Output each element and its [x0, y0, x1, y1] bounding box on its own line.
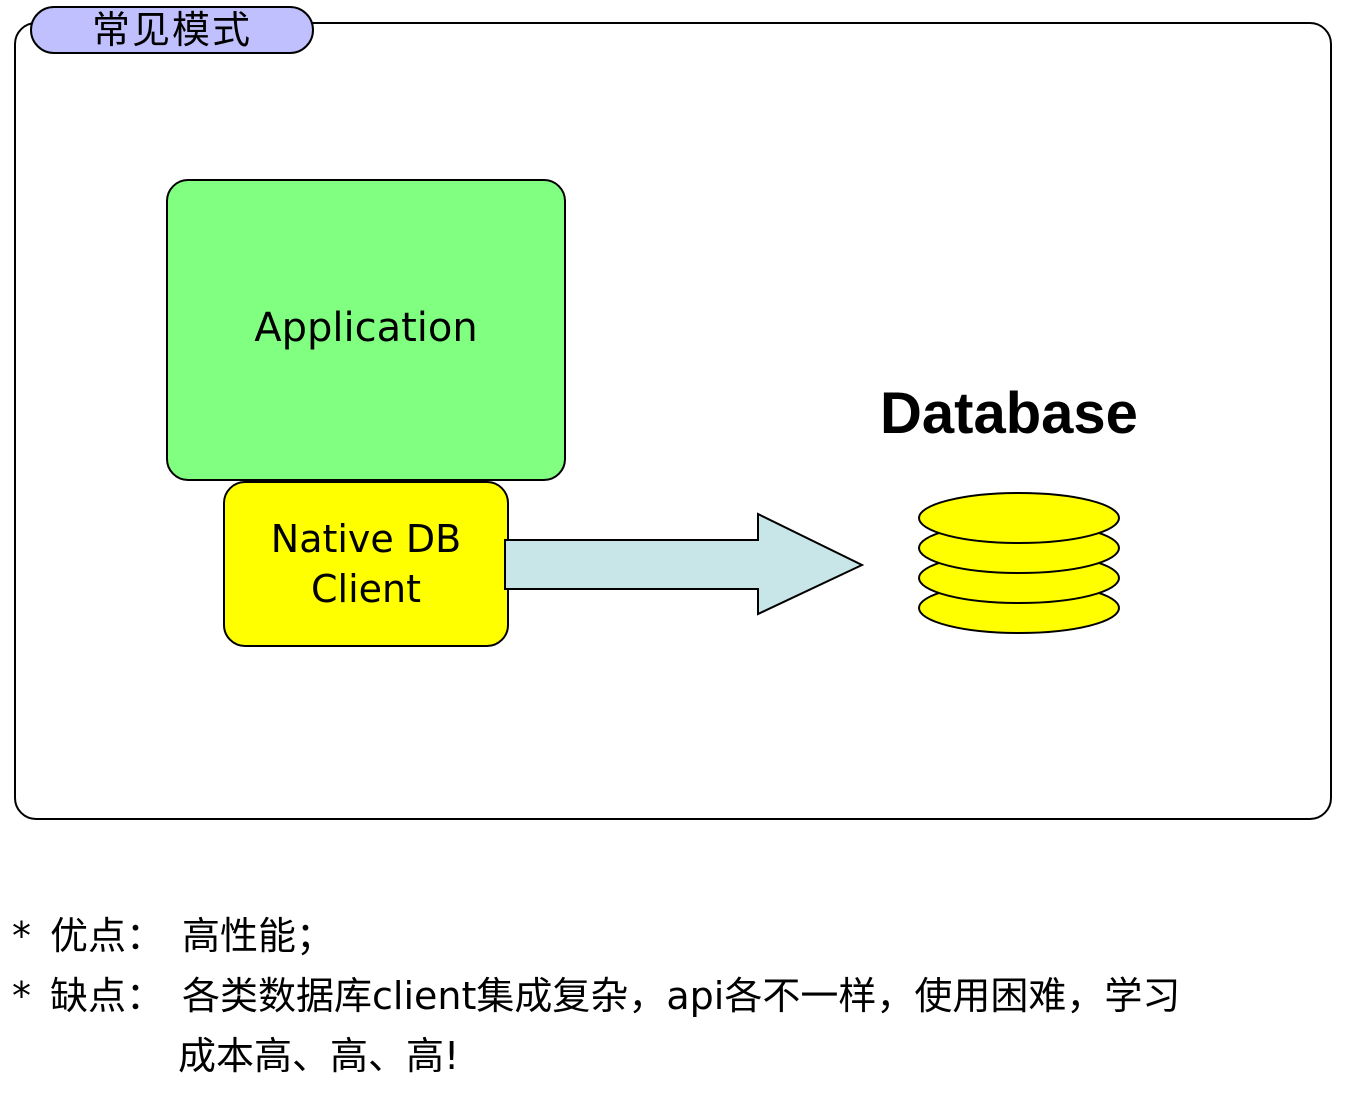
- notes: * 优点： 高性能； * 缺点： 各类数据库client集成复杂，api各不一样…: [12, 906, 1342, 1086]
- database-title: Database: [880, 381, 1138, 446]
- frame-title: 常见模式: [30, 6, 314, 54]
- cons-label: 缺点：: [50, 974, 165, 1018]
- cons-text: 各类数据库client集成复杂，api各不一样，使用困难，学习: [182, 974, 1181, 1018]
- application-label: Application: [254, 305, 478, 351]
- client-label-line1: Native DB: [270, 517, 462, 561]
- cons-note: * 缺点： 各类数据库client集成复杂，api各不一样，使用困难，学习: [12, 966, 1342, 1026]
- diagram-frame: [14, 22, 1332, 820]
- native-db-client-box: Native DB Client: [223, 481, 509, 647]
- pros-label: 优点：: [50, 914, 165, 958]
- cons-bullet: *: [12, 974, 31, 1018]
- arrow-shape: [504, 512, 865, 616]
- pros-note: * 优点： 高性能；: [12, 906, 1342, 966]
- database-icon: [918, 492, 1120, 634]
- application-box: Application: [166, 179, 566, 481]
- pros-bullet: *: [12, 914, 31, 958]
- pros-text: 高性能；: [182, 914, 335, 958]
- database-disk-1: [918, 492, 1120, 544]
- connection-arrow: [504, 512, 865, 616]
- cons-text-continued: 成本高、高、高!: [178, 1034, 460, 1078]
- client-label-line2: Client: [310, 567, 421, 611]
